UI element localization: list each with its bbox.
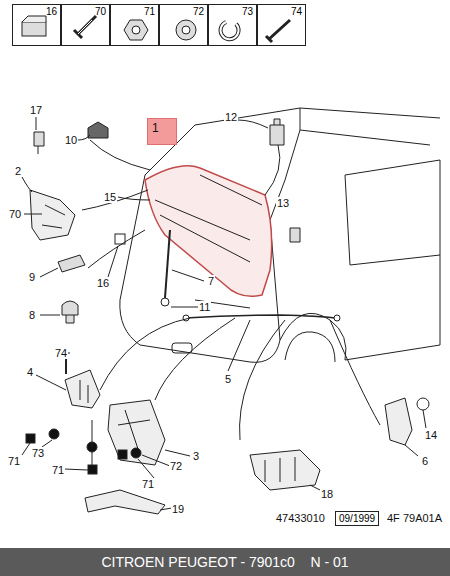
callout-number: 13 bbox=[276, 197, 290, 209]
callout-number: 5 bbox=[224, 373, 232, 385]
callout-number: 72 bbox=[193, 6, 204, 17]
callout-number: 16 bbox=[46, 6, 57, 17]
clip-icon bbox=[22, 22, 46, 36]
callout-number: 70 bbox=[8, 208, 22, 220]
fastener-cell: 71 bbox=[110, 4, 159, 46]
callout-number: 71 bbox=[141, 478, 155, 490]
callout-number: 6 bbox=[421, 455, 429, 467]
callout-number: CITROEN PEUGEOT - 7901c0 N - 01 bbox=[101, 554, 348, 570]
callout-number: 19 bbox=[171, 503, 185, 515]
callout-number: 74 bbox=[291, 6, 302, 17]
callout-number: 71 bbox=[51, 464, 65, 476]
fastener-cell: 72 bbox=[159, 4, 208, 46]
callout-number: 09/1999 bbox=[339, 513, 375, 524]
callout-number: 7 bbox=[207, 275, 215, 287]
callout-number: 9 bbox=[28, 271, 36, 283]
reference-code: 4F 79A01A bbox=[386, 512, 443, 524]
callout-number: 3 bbox=[192, 450, 200, 462]
callout-number: 11 bbox=[198, 301, 211, 313]
callout-number: 71 bbox=[144, 6, 155, 17]
callout-box: 09/1999 bbox=[335, 511, 379, 526]
callout-number: 73 bbox=[31, 447, 45, 459]
callout-box: 1 bbox=[147, 118, 177, 145]
callout-number: 73 bbox=[242, 6, 253, 17]
callout-number: 2 bbox=[14, 165, 22, 177]
callout-number: 15 bbox=[103, 191, 117, 203]
fastener-cell: 70 bbox=[61, 4, 110, 46]
footer-band: CITROEN PEUGEOT - 7901c0 N - 01 bbox=[0, 548, 450, 576]
callout-number: 14 bbox=[424, 429, 438, 441]
callout-number: 18 bbox=[320, 488, 334, 500]
callout-number: 1 bbox=[152, 121, 159, 135]
reference-code: 47433010 bbox=[275, 512, 326, 524]
callout-number: 70 bbox=[95, 6, 106, 17]
callout-number: 10 bbox=[64, 134, 78, 146]
callout-number: 71 bbox=[7, 455, 21, 467]
fastener-cell: 73 bbox=[208, 4, 257, 46]
fastener-cell: 16 bbox=[12, 4, 61, 46]
bonnet bbox=[145, 166, 272, 297]
callout-number: 72 bbox=[169, 460, 183, 472]
callout-number: 4 bbox=[26, 366, 34, 378]
callout-number: 12 bbox=[224, 111, 238, 123]
callout-number: 17 bbox=[29, 104, 43, 116]
callout-number: 16 bbox=[96, 277, 110, 289]
callout-number: 74 bbox=[54, 347, 68, 359]
fastener-cell: 74 bbox=[257, 4, 306, 46]
callout-number: 8 bbox=[28, 309, 36, 321]
